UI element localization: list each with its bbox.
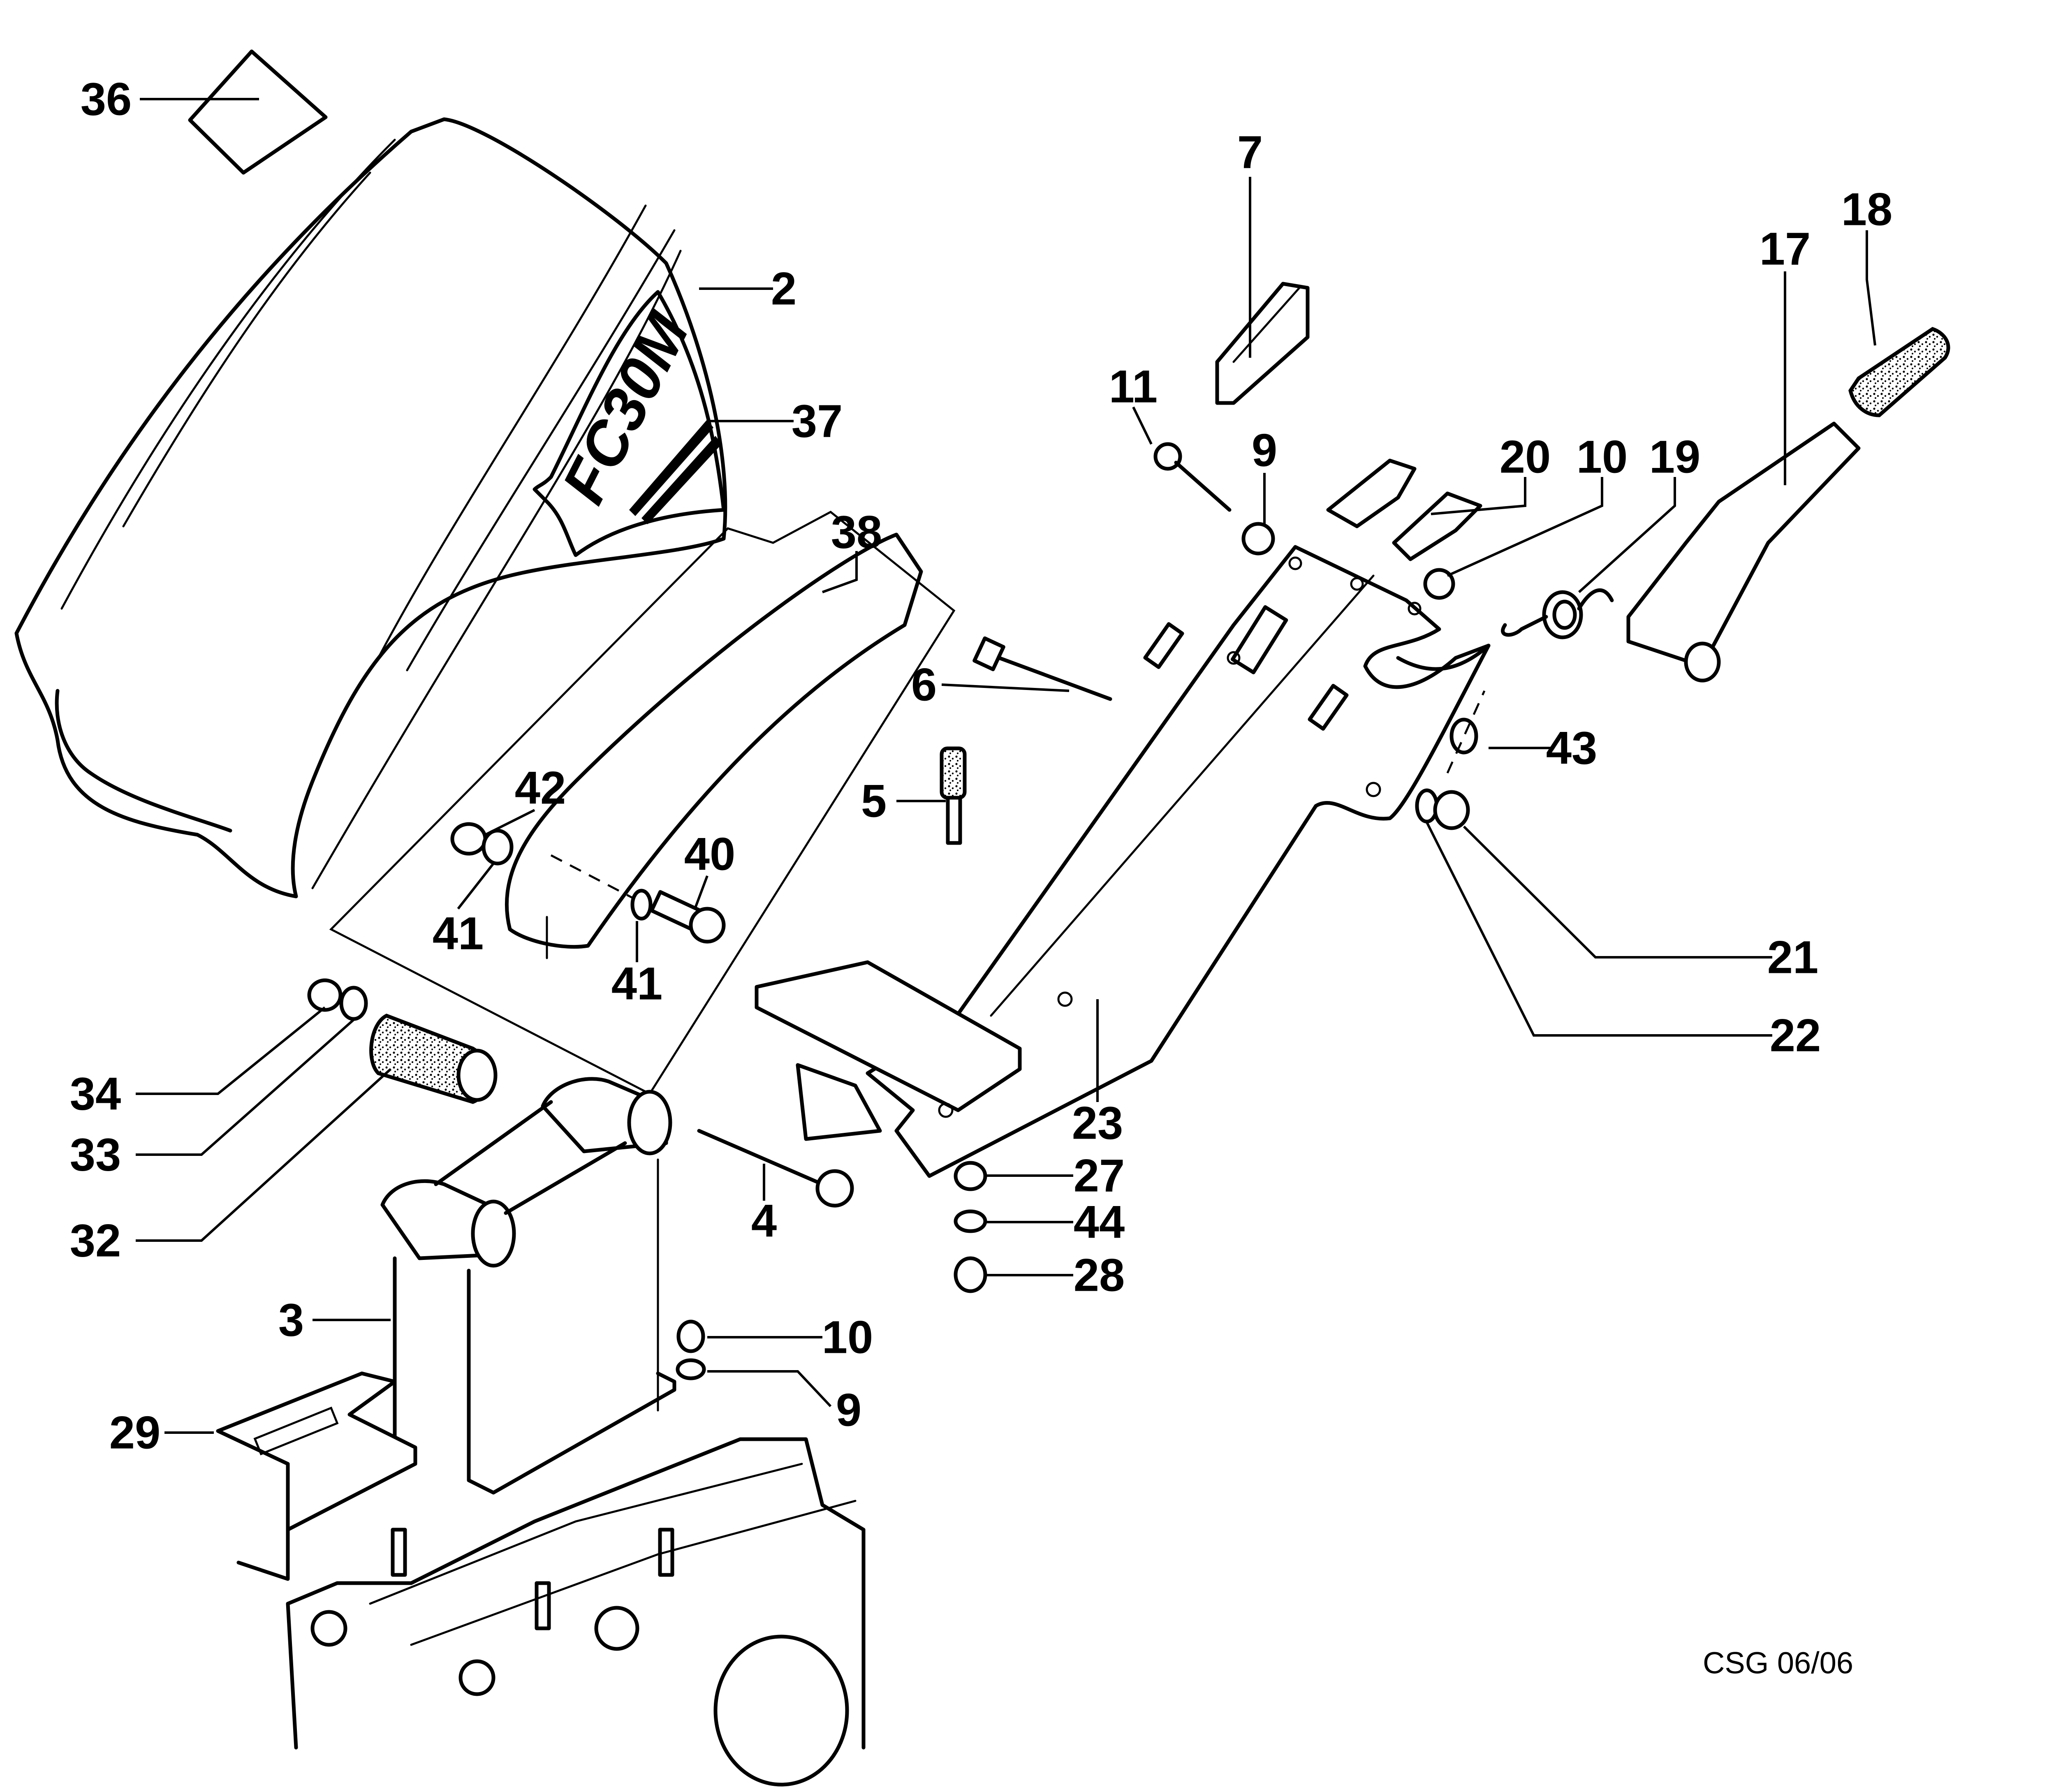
callout-42: 42 xyxy=(515,762,566,814)
part-washer-33 xyxy=(339,986,368,1021)
callout-32: 32 xyxy=(70,1215,121,1266)
part-handle-kit xyxy=(329,511,956,1095)
part-washer-27 xyxy=(954,1161,987,1191)
callout-10-lower: 10 xyxy=(822,1312,873,1363)
callout-29: 29 xyxy=(109,1407,161,1459)
callout-19: 19 xyxy=(1649,431,1701,483)
callout-11: 11 xyxy=(1109,361,1158,412)
callout-5: 5 xyxy=(861,776,887,827)
callout-17: 17 xyxy=(1760,223,1811,275)
callout-33: 33 xyxy=(70,1129,121,1181)
callout-44: 44 xyxy=(1074,1197,1125,1248)
part-washer-44 xyxy=(954,1209,987,1233)
part-washer-41a xyxy=(482,829,514,866)
part-rubber-bushing xyxy=(369,1014,498,1104)
part-nut-42 xyxy=(450,822,487,856)
callout-21: 21 xyxy=(1767,932,1819,983)
callout-41-left: 41 xyxy=(433,908,484,959)
part-handle-grip xyxy=(1848,327,1950,417)
callout-40: 40 xyxy=(684,829,736,880)
part-nut-21 xyxy=(1433,790,1470,830)
part-screw xyxy=(1153,442,1232,512)
leader-lines xyxy=(136,98,1876,1434)
part-mounting-plate xyxy=(216,1371,417,1581)
callout-10: 10 xyxy=(1577,431,1628,483)
part-handlebar-frame xyxy=(755,545,1491,1178)
part-gearbox-housing xyxy=(286,1437,866,1787)
part-bolt-40 xyxy=(650,890,726,944)
part-washer-9-lower xyxy=(676,1358,706,1380)
callout-labels: 36 2 37 7 18 17 11 9 20 10 19 38 6 43 5 … xyxy=(70,74,1893,1459)
callout-9: 9 xyxy=(1252,425,1277,476)
callout-37: 37 xyxy=(792,396,843,447)
part-clamps xyxy=(1326,458,1482,561)
callout-7: 7 xyxy=(1237,127,1263,178)
footer-code: CSG 06/06 xyxy=(1703,1646,1853,1680)
callout-38: 38 xyxy=(831,507,882,558)
callout-34: 34 xyxy=(70,1068,121,1120)
part-spring xyxy=(1501,588,1614,639)
callout-6: 6 xyxy=(911,659,937,711)
part-lever xyxy=(1626,421,1861,683)
part-support-bracket xyxy=(380,1077,676,1495)
callout-18: 18 xyxy=(1841,184,1893,235)
callout-43: 43 xyxy=(1546,722,1598,774)
part-hood-cover: FC30M xyxy=(14,117,727,898)
part-stud-spacer xyxy=(940,746,967,845)
part-block xyxy=(1215,282,1310,405)
callout-23: 23 xyxy=(1072,1097,1123,1149)
part-bolt-6 xyxy=(972,636,1112,701)
callout-2: 2 xyxy=(771,263,796,315)
part-nut-10-lower xyxy=(676,1320,705,1353)
callout-36: 36 xyxy=(81,74,132,125)
part-washer-top xyxy=(1241,522,1275,556)
callout-27: 27 xyxy=(1074,1150,1125,1202)
part-bolt-4 xyxy=(697,1129,854,1208)
part-washer-41b xyxy=(630,889,653,921)
part-nut-28 xyxy=(954,1256,987,1293)
callout-9-lower: 9 xyxy=(836,1385,861,1436)
callout-3: 3 xyxy=(278,1294,304,1346)
part-nut-43 xyxy=(1449,718,1478,755)
callout-4: 4 xyxy=(751,1195,777,1247)
part-nut-top xyxy=(1423,568,1455,600)
part-nut-34 xyxy=(307,978,343,1012)
callout-28: 28 xyxy=(1074,1250,1125,1301)
callout-41-right: 41 xyxy=(611,958,663,1009)
callout-20: 20 xyxy=(1500,431,1551,483)
part-decal xyxy=(188,49,328,175)
part-model-decal: FC30M xyxy=(533,290,726,557)
callout-22: 22 xyxy=(1770,1010,1821,1061)
